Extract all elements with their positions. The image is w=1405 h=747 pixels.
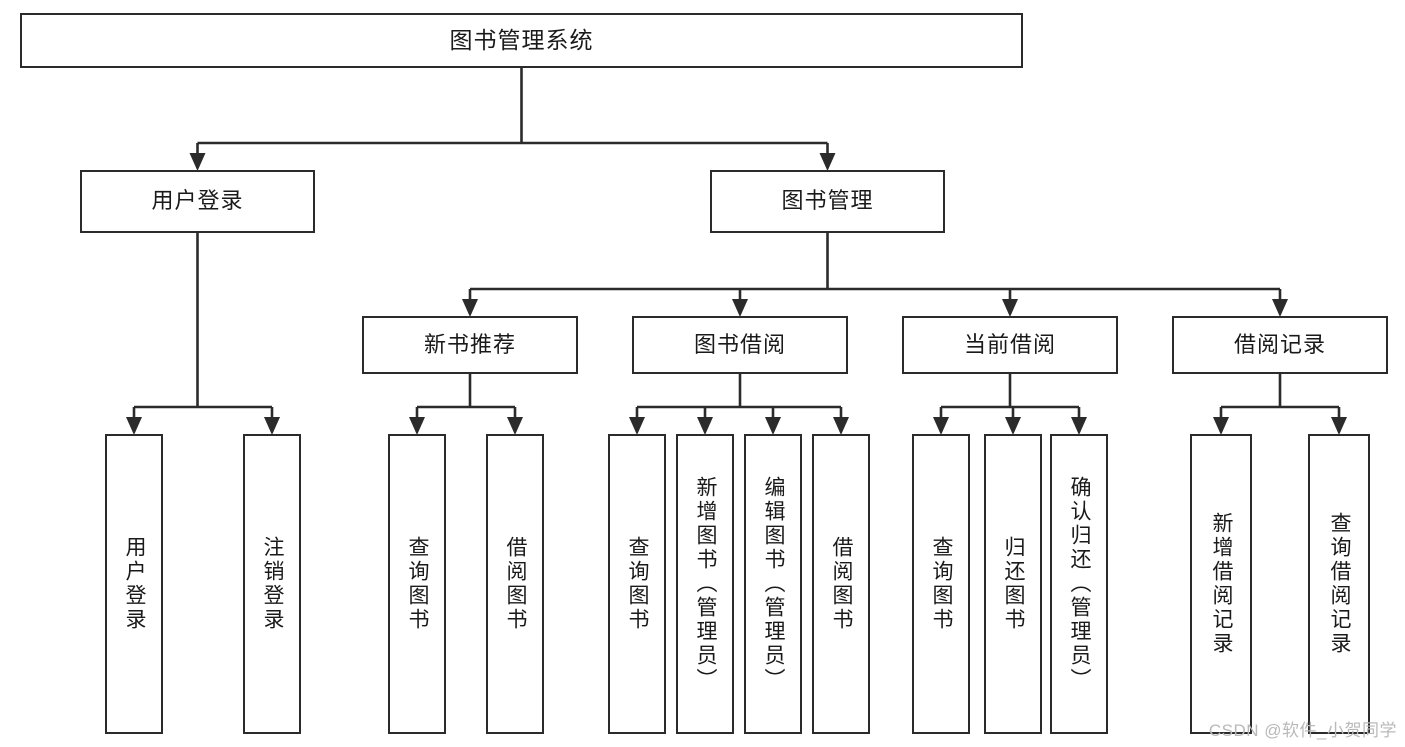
arrowhead-leaf-borrow-query bbox=[629, 417, 645, 435]
node-user-login[interactable]: 用户登录 bbox=[80, 170, 315, 233]
arrowhead-leaf-cur-query bbox=[933, 417, 949, 435]
node-label-leaf-user-login: 用户登录 bbox=[123, 536, 147, 632]
node-label-leaf-rec-query: 查询图书 bbox=[406, 536, 430, 632]
arrowhead-leaf-user-logout bbox=[264, 417, 280, 435]
arrowhead-leaf-user-login bbox=[126, 417, 142, 435]
node-current-borrow[interactable]: 当前借阅 bbox=[902, 316, 1118, 374]
node-leaf-borrow-lend[interactable]: 借阅图书 bbox=[812, 434, 870, 734]
node-leaf-user-login[interactable]: 用户登录 bbox=[105, 434, 163, 734]
node-label-leaf-rec-borrow: 借阅图书 bbox=[504, 536, 528, 632]
node-borrow-record[interactable]: 借阅记录 bbox=[1172, 316, 1388, 374]
node-leaf-cur-query[interactable]: 查询图书 bbox=[912, 434, 970, 734]
node-leaf-rec-borrow[interactable]: 借阅图书 bbox=[486, 434, 544, 734]
arrowhead-new-book-rec bbox=[462, 299, 478, 317]
arrowhead-book-borrow bbox=[732, 299, 748, 317]
arrowhead-leaf-borrow-lend bbox=[833, 417, 849, 435]
node-book-manage[interactable]: 图书管理 bbox=[710, 170, 945, 233]
arrowhead-leaf-rec-add bbox=[1213, 417, 1229, 435]
node-label-leaf-user-logout: 注销登录 bbox=[261, 536, 285, 632]
node-leaf-borrow-add[interactable]: 新增图书（管理员） bbox=[676, 434, 734, 734]
node-label-leaf-borrow-add: 新增图书（管理员） bbox=[694, 476, 718, 692]
node-label-leaf-cur-query: 查询图书 bbox=[930, 536, 954, 632]
node-label-user-login: 用户登录 bbox=[151, 188, 244, 214]
node-label-current-borrow: 当前借阅 bbox=[963, 331, 1056, 357]
arrowhead-current-borrow bbox=[1002, 299, 1018, 317]
arrowhead-leaf-cur-confirm bbox=[1071, 417, 1087, 435]
node-leaf-rec-query2[interactable]: 查询借阅记录 bbox=[1308, 434, 1370, 734]
node-book-borrow[interactable]: 图书借阅 bbox=[632, 316, 848, 374]
arrowhead-leaf-borrow-add bbox=[697, 417, 713, 435]
node-label-new-book-rec: 新书推荐 bbox=[423, 331, 516, 357]
node-label-book-manage: 图书管理 bbox=[781, 188, 874, 214]
node-leaf-borrow-edit[interactable]: 编辑图书（管理员） bbox=[744, 434, 802, 734]
node-root[interactable]: 图书管理系统 bbox=[20, 13, 1023, 68]
node-label-leaf-borrow-query: 查询图书 bbox=[626, 536, 650, 632]
node-label-leaf-borrow-lend: 借阅图书 bbox=[830, 536, 854, 632]
node-label-root: 图书管理系统 bbox=[449, 26, 594, 53]
node-leaf-rec-query[interactable]: 查询图书 bbox=[388, 434, 446, 734]
node-leaf-rec-add[interactable]: 新增借阅记录 bbox=[1190, 434, 1252, 734]
node-label-leaf-cur-return: 归还图书 bbox=[1002, 536, 1026, 632]
arrowhead-leaf-rec-query2 bbox=[1331, 417, 1347, 435]
node-label-leaf-cur-confirm: 确认归还（管理员） bbox=[1068, 476, 1092, 692]
node-leaf-user-logout[interactable]: 注销登录 bbox=[243, 434, 301, 734]
node-label-leaf-borrow-edit: 编辑图书（管理员） bbox=[762, 476, 786, 692]
node-leaf-borrow-query[interactable]: 查询图书 bbox=[608, 434, 666, 734]
node-label-borrow-record: 借阅记录 bbox=[1233, 331, 1326, 357]
node-new-book-rec[interactable]: 新书推荐 bbox=[362, 316, 578, 374]
node-label-leaf-rec-add: 新增借阅记录 bbox=[1210, 512, 1234, 656]
arrowhead-leaf-rec-query bbox=[409, 417, 425, 435]
arrowhead-borrow-record bbox=[1272, 299, 1288, 317]
arrowhead-leaf-rec-borrow bbox=[507, 417, 523, 435]
node-leaf-cur-confirm[interactable]: 确认归还（管理员） bbox=[1050, 434, 1108, 734]
arrowhead-leaf-borrow-edit bbox=[765, 417, 781, 435]
arrowhead-leaf-cur-return bbox=[1005, 417, 1021, 435]
arrowhead-book-manage bbox=[819, 153, 836, 171]
node-leaf-cur-return[interactable]: 归还图书 bbox=[984, 434, 1042, 734]
node-label-book-borrow: 图书借阅 bbox=[693, 331, 786, 357]
arrowhead-user-login bbox=[189, 153, 206, 171]
node-label-leaf-rec-query2: 查询借阅记录 bbox=[1328, 512, 1352, 656]
